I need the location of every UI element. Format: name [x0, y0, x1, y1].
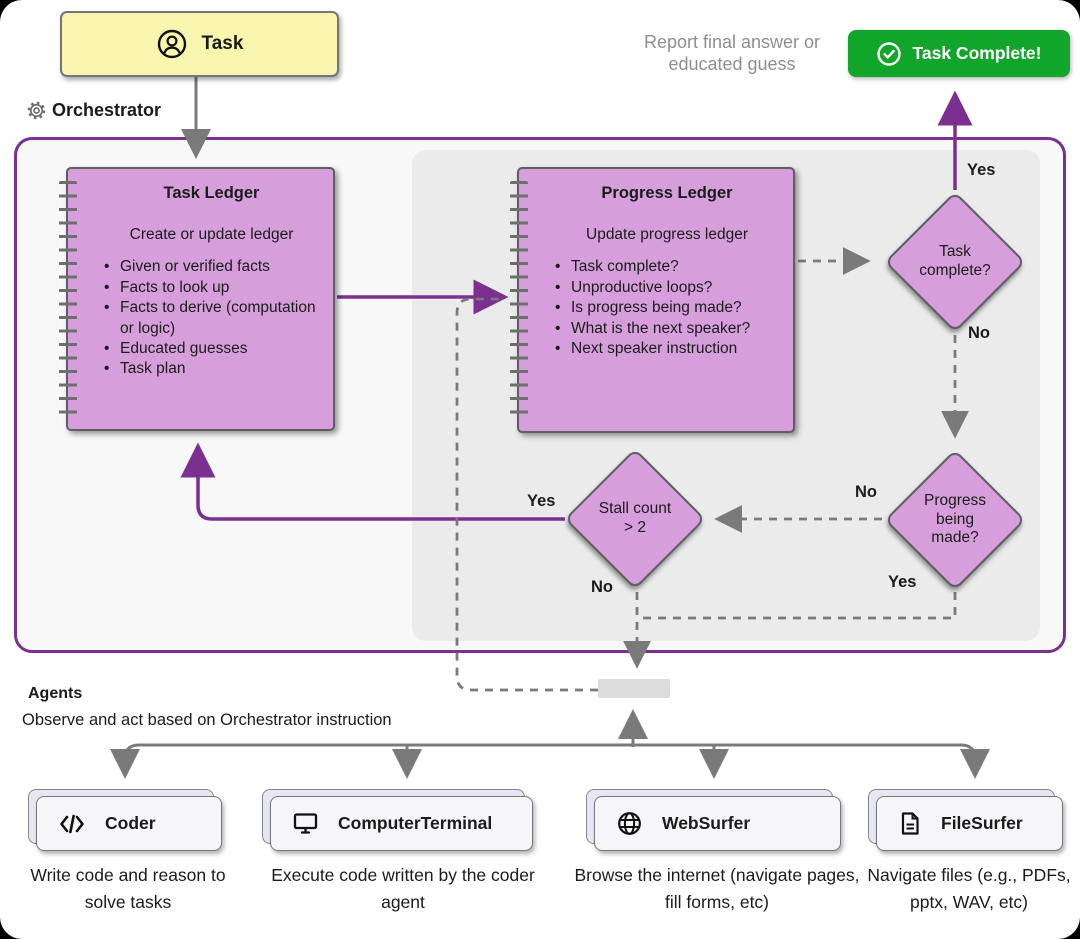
- decision-label: Progress being made?: [923, 492, 987, 547]
- file-icon: [899, 811, 921, 836]
- globe-icon: [617, 811, 642, 836]
- agents-section-title: Agents: [28, 685, 83, 702]
- task-complete-label: Task Complete!: [912, 43, 1042, 63]
- task-ledger-list: Given or verified facts Facts to look up…: [98, 257, 325, 380]
- agent-description: Navigate files (e.g., PDFs, pptx, WAV, e…: [867, 865, 1071, 913]
- spiral-binding: [59, 181, 77, 417]
- agent-name: FileSurfer: [941, 813, 1023, 833]
- agent-description: Write code and reason to solve tasks: [30, 865, 226, 913]
- list-item: Facts to look up: [104, 278, 325, 299]
- gear-icon: [26, 100, 47, 121]
- code-icon: [59, 813, 85, 835]
- decision-progress-being-made: Progress being made?: [884, 449, 1026, 591]
- report-note: Report final answer or educated guess: [643, 32, 821, 74]
- task-complete-banner: Task Complete!: [848, 30, 1070, 77]
- handoff-bar: [598, 679, 670, 698]
- progress-ledger-title: Progress Ledger: [601, 184, 733, 202]
- edge-label-yes: Yes: [888, 573, 917, 591]
- user-icon: [156, 28, 188, 60]
- decision-task-complete: Task complete?: [884, 191, 1026, 333]
- agent-card-computerterminal: ComputerTerminal: [262, 789, 533, 851]
- list-item: Task complete?: [555, 257, 785, 278]
- list-item: Task plan: [104, 359, 325, 380]
- list-item: Given or verified facts: [104, 257, 325, 278]
- decision-label: Stall count > 2: [598, 500, 672, 536]
- agent-card-coder: Coder: [28, 789, 222, 851]
- task-ledger-title: Task Ledger: [163, 184, 260, 202]
- task-ledger-subtitle: Create or update ledger: [129, 225, 294, 243]
- agents-section-subtitle: Observe and act based on Orchestrator in…: [22, 711, 392, 729]
- orchestrator-heading: Orchestrator: [26, 100, 161, 121]
- progress-ledger: Progress Ledger Update progress ledger T…: [510, 167, 795, 433]
- agent-name: ComputerTerminal: [338, 813, 493, 833]
- task-box-label: Task: [201, 33, 244, 54]
- progress-ledger-list: Task complete? Unproductive loops? Is pr…: [549, 257, 785, 360]
- agent-description: Browse the internet (navigate pages, fil…: [574, 865, 860, 913]
- list-item: Unproductive loops?: [555, 278, 785, 299]
- task-box: Task: [60, 11, 339, 77]
- list-item: What is the next speaker?: [555, 319, 785, 340]
- list-item: Facts to derive (computation or logic): [104, 298, 325, 339]
- agent-name: WebSurfer: [662, 813, 751, 833]
- edge-label-yes: Yes: [527, 492, 556, 510]
- list-item: Next speaker instruction: [555, 339, 785, 360]
- agent-name: Coder: [105, 813, 156, 833]
- spiral-binding: [510, 181, 528, 419]
- edge-label-no: No: [855, 483, 877, 501]
- agent-description: Execute code written by the coder agent: [271, 865, 535, 913]
- agent-card-filesurfer: FileSurfer: [868, 789, 1063, 851]
- terminal-icon: [293, 812, 318, 835]
- check-circle-icon: [876, 41, 902, 67]
- task-ledger: Task Ledger Create or update ledger Give…: [59, 167, 335, 431]
- edge-label-no: No: [968, 324, 990, 342]
- edge-label-yes: Yes: [967, 161, 996, 179]
- list-item: Educated guesses: [104, 339, 325, 360]
- agent-card-websurfer: WebSurfer: [586, 789, 841, 851]
- progress-ledger-subtitle: Update progress ledger: [586, 225, 748, 243]
- edge-label-no: No: [591, 578, 613, 596]
- decision-label: Task complete?: [919, 243, 991, 279]
- list-item: Is progress being made?: [555, 298, 785, 319]
- orchestrator-label: Orchestrator: [52, 100, 162, 120]
- decision-stall-count: Stall count > 2: [564, 448, 706, 590]
